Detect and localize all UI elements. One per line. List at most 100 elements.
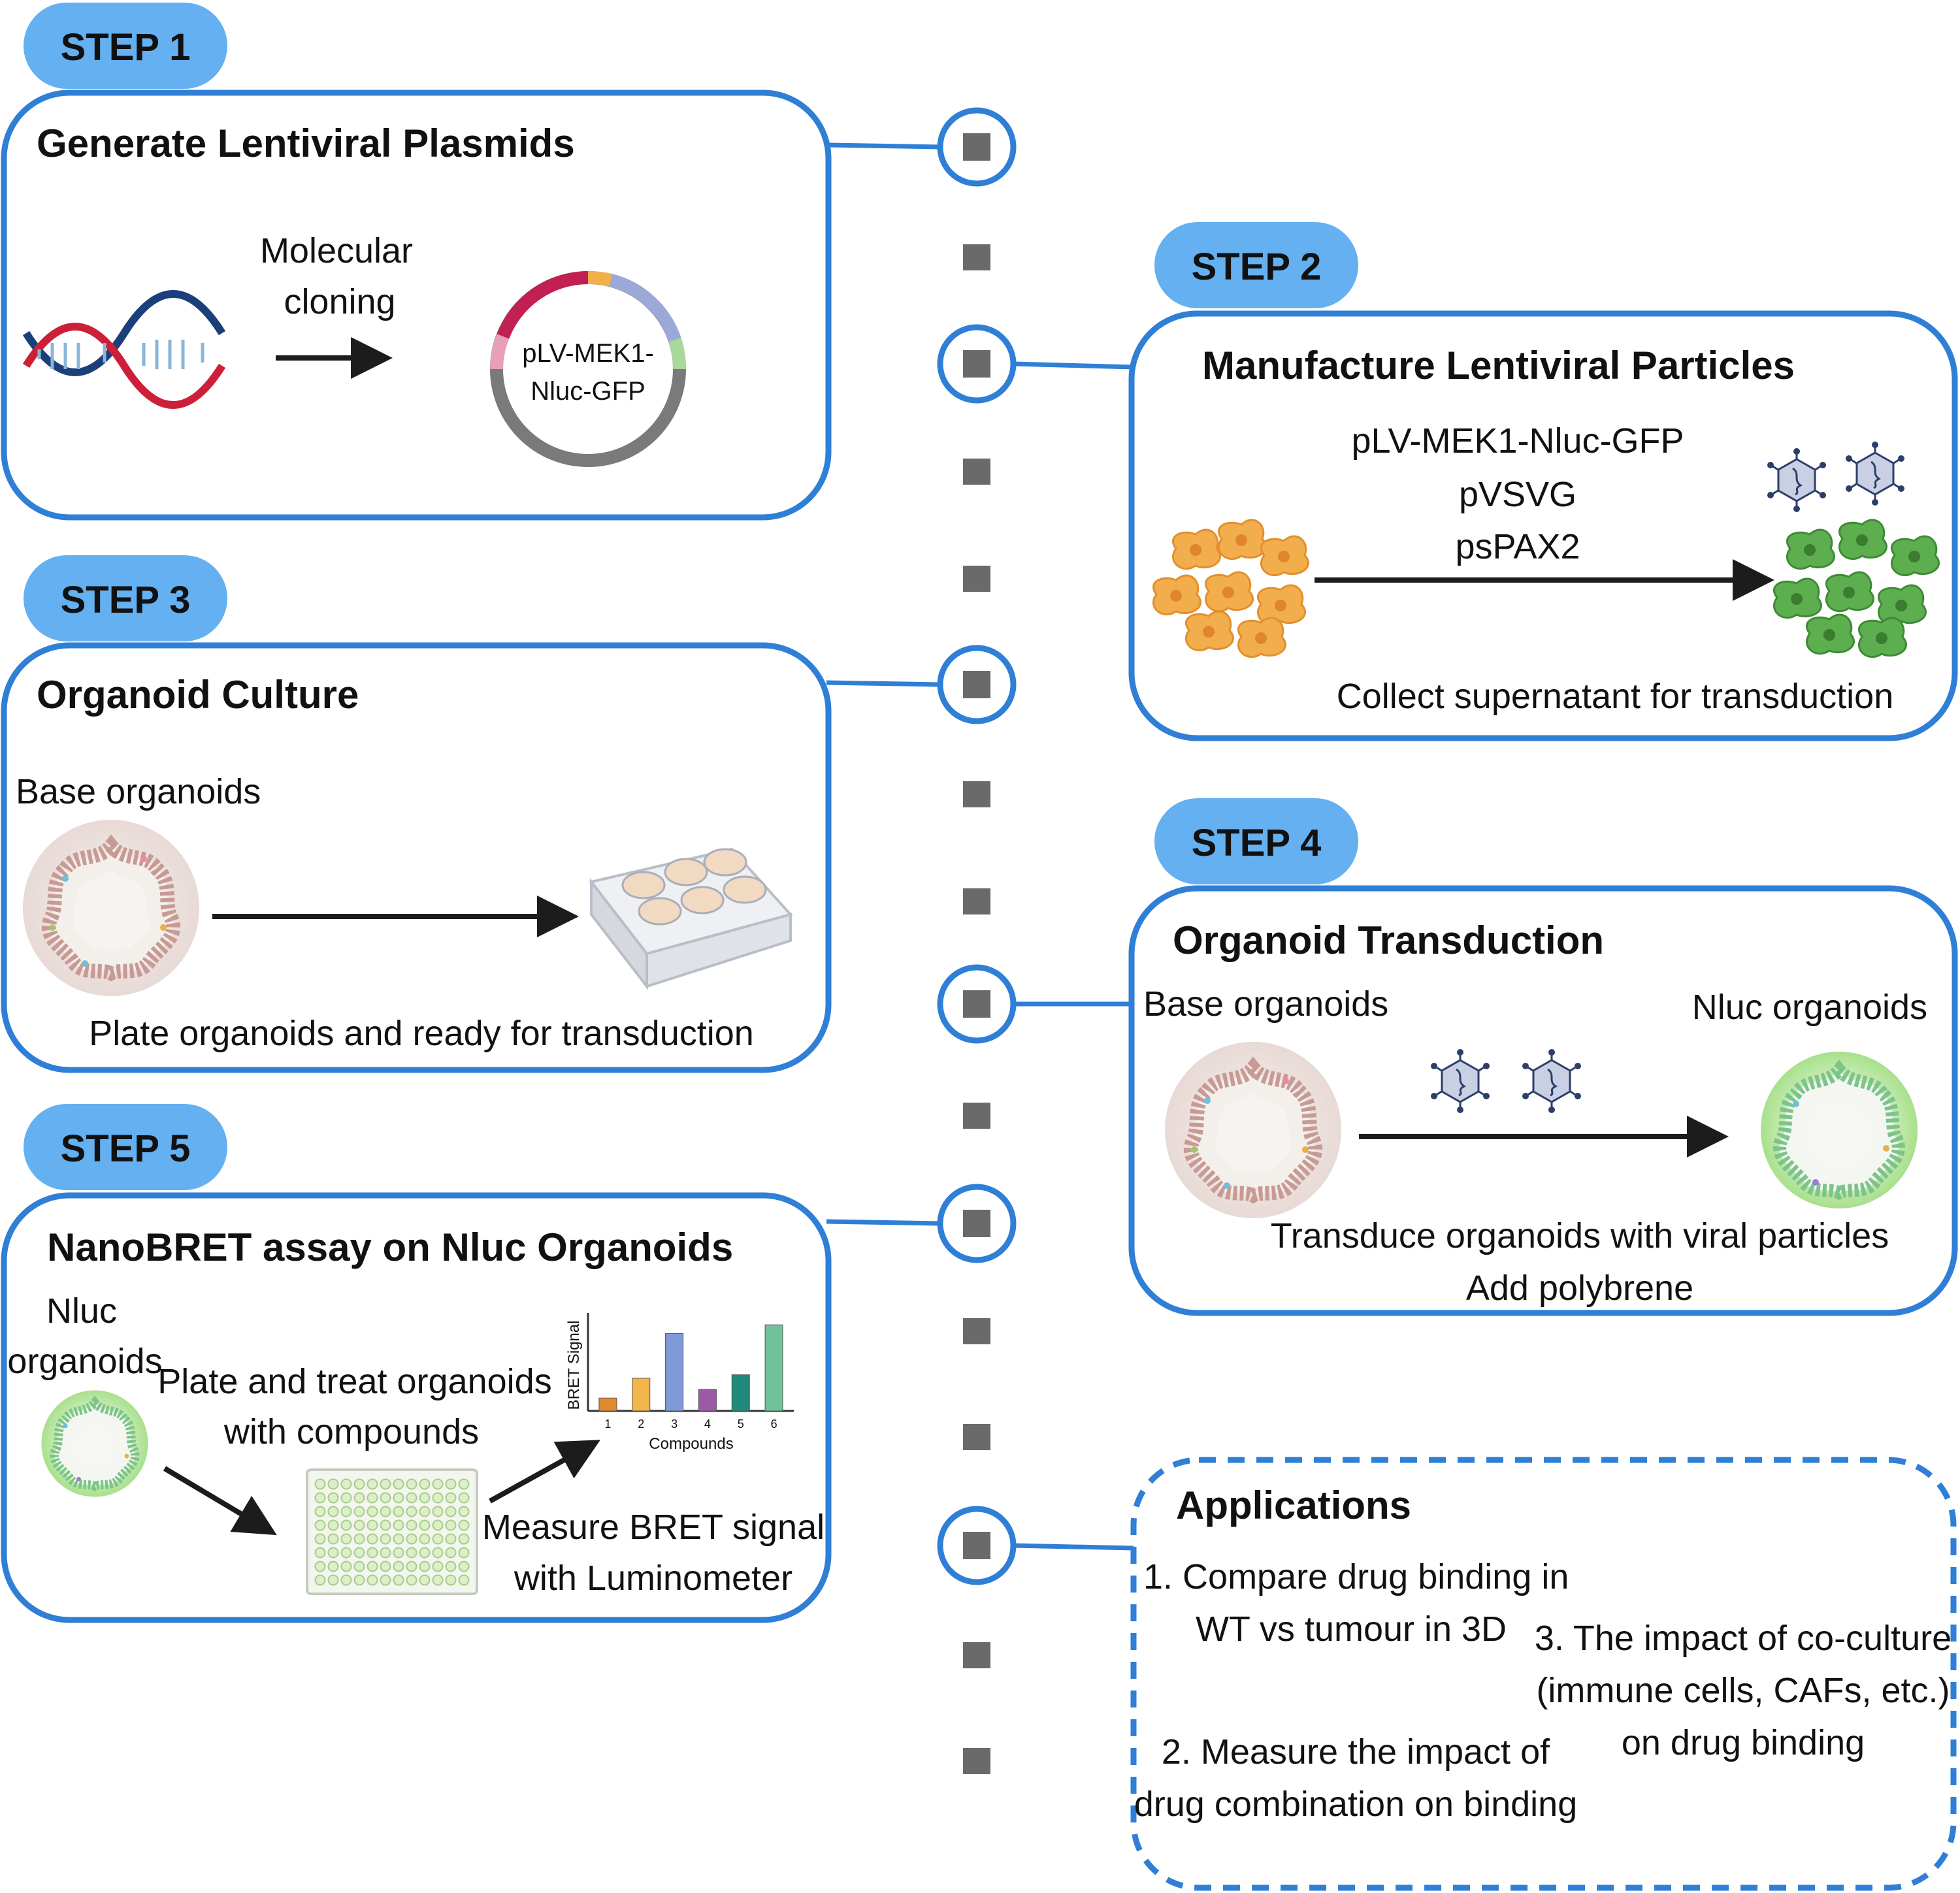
plate-well — [380, 1478, 391, 1490]
step4-panel: STEP 4 Organoid Transduction Base organo… — [1128, 798, 1958, 1316]
plate-well — [393, 1519, 404, 1531]
cloning-label-line2: cloning — [284, 282, 395, 321]
plasmid-list-item-3: psPAX2 — [1455, 527, 1580, 566]
step1-badge-label: STEP 1 — [61, 26, 191, 69]
plate-well — [367, 1561, 378, 1572]
plate-well — [327, 1478, 339, 1490]
step1-title: Generate Lentiviral Plasmids — [37, 121, 575, 165]
connector-apps — [1013, 1543, 1134, 1551]
plate-well — [458, 1506, 470, 1517]
plate-well — [458, 1533, 470, 1545]
timeline — [826, 107, 1134, 1774]
orange-cells-icon — [1152, 519, 1310, 658]
plate-well — [314, 1478, 326, 1490]
plate-well — [380, 1533, 391, 1545]
step2-badge-label: STEP 2 — [1192, 246, 1322, 288]
plate-well — [406, 1492, 417, 1504]
plate-well — [458, 1547, 470, 1559]
plate-well — [380, 1519, 391, 1531]
plate-treat-label-line1: Plate and treat organoids — [157, 1362, 551, 1401]
step2-badge — [1154, 222, 1358, 308]
nluc-organoid-icon — [41, 1390, 148, 1497]
plate-well — [340, 1492, 352, 1504]
plasmid-label-line2: Nluc-GFP — [531, 377, 645, 406]
applications-title: Applications — [1176, 1483, 1411, 1527]
plate-well — [367, 1492, 378, 1504]
plate-well — [367, 1506, 378, 1517]
chart-tick-label: 5 — [738, 1417, 744, 1431]
plate-well — [393, 1506, 404, 1517]
timeline-dash — [963, 1318, 990, 1344]
plate-well — [406, 1574, 417, 1586]
plate-well — [327, 1574, 339, 1586]
plate-well — [380, 1506, 391, 1517]
plate-well — [432, 1547, 444, 1559]
application-2-line1: 2. Measure the impact of — [1162, 1732, 1550, 1772]
plate-well — [419, 1547, 431, 1559]
timeline-node-4 — [937, 964, 1017, 1044]
step2-title: Manufacture Lentiviral Particles — [1202, 344, 1795, 387]
plate-well — [314, 1547, 326, 1559]
plate-well — [353, 1574, 365, 1586]
chart-y-label: BRET Signal — [565, 1321, 583, 1410]
plate-well — [393, 1492, 404, 1504]
timeline-dash — [963, 781, 990, 807]
plate-well — [314, 1561, 326, 1572]
plate-well — [419, 1574, 431, 1586]
timeline-dash — [963, 1748, 990, 1774]
plate-well — [314, 1492, 326, 1504]
applications-panel: Applications 1. Compare drug binding in … — [1130, 1457, 1957, 1891]
step4-box — [1128, 885, 1958, 1316]
timeline-dash — [963, 1103, 990, 1129]
timeline-dash — [963, 1424, 990, 1450]
plate-well — [393, 1478, 404, 1490]
plate-well — [432, 1492, 444, 1504]
plate-well — [367, 1574, 378, 1586]
plasmid-list-item-1: pLV-MEK1-Nluc-GFP — [1351, 421, 1684, 461]
plate-well — [353, 1478, 365, 1490]
step5-badge-label: STEP 5 — [61, 1127, 191, 1170]
plate-well — [340, 1547, 352, 1559]
application-1-line1: 1. Compare drug binding in — [1143, 1557, 1569, 1596]
step4-base-organoids-label: Base organoids — [1143, 984, 1388, 1024]
96-well-plate-icon — [306, 1468, 478, 1595]
step3-caption: Plate organoids and ready for transducti… — [89, 1014, 754, 1053]
plate-well — [432, 1533, 444, 1545]
step4-caption-line2: Add polybrene — [1466, 1269, 1693, 1308]
step3-badge-label: STEP 3 — [61, 579, 191, 621]
step5-panel: STEP 5 NanoBRET assay on Nluc Organoids … — [1, 1104, 832, 1623]
plate-well — [393, 1547, 404, 1559]
measure-label-line2: with Luminometer — [514, 1559, 792, 1598]
plate-well — [327, 1533, 339, 1545]
timeline-dash — [963, 459, 990, 485]
step3-panel: STEP 3 Organoid Culture Base organoids P… — [1, 555, 832, 1073]
application-3-line2: (immune cells, CAFs, etc.) — [1536, 1671, 1950, 1710]
plate-well — [406, 1478, 417, 1490]
plate-well — [458, 1492, 470, 1504]
step2-panel: STEP 2 Manufacture Lentiviral Particles … — [1128, 222, 1958, 741]
timeline-dash — [963, 1642, 990, 1668]
chart-bar-2 — [632, 1378, 651, 1412]
plate-well — [353, 1506, 365, 1517]
step5-badge — [24, 1104, 227, 1190]
plate-well — [445, 1506, 457, 1517]
plate-well — [432, 1561, 444, 1572]
timeline-node-2 — [937, 324, 1017, 404]
step5-title: NanoBRET assay on Nluc Organoids — [47, 1225, 733, 1269]
plate-well — [445, 1547, 457, 1559]
step4-title: Organoid Transduction — [1173, 918, 1604, 962]
plate-well — [314, 1519, 326, 1531]
six-well-plate-icon — [589, 847, 793, 990]
step3-badge — [24, 555, 227, 641]
chart-bar-4 — [698, 1389, 717, 1412]
connector-step3 — [826, 680, 941, 687]
chart-bar-5 — [731, 1374, 750, 1412]
plate-well — [380, 1561, 391, 1572]
chart-tick-label: 6 — [771, 1417, 777, 1431]
application-3-line1: 3. The impact of co-culture — [1535, 1619, 1952, 1658]
application-2-line2: drug combination on binding — [1134, 1785, 1577, 1824]
chart-x-label: Compounds — [649, 1435, 733, 1453]
timeline-dash — [963, 566, 990, 592]
timeline-node-apps — [937, 1506, 1017, 1585]
plate-well — [314, 1574, 326, 1586]
